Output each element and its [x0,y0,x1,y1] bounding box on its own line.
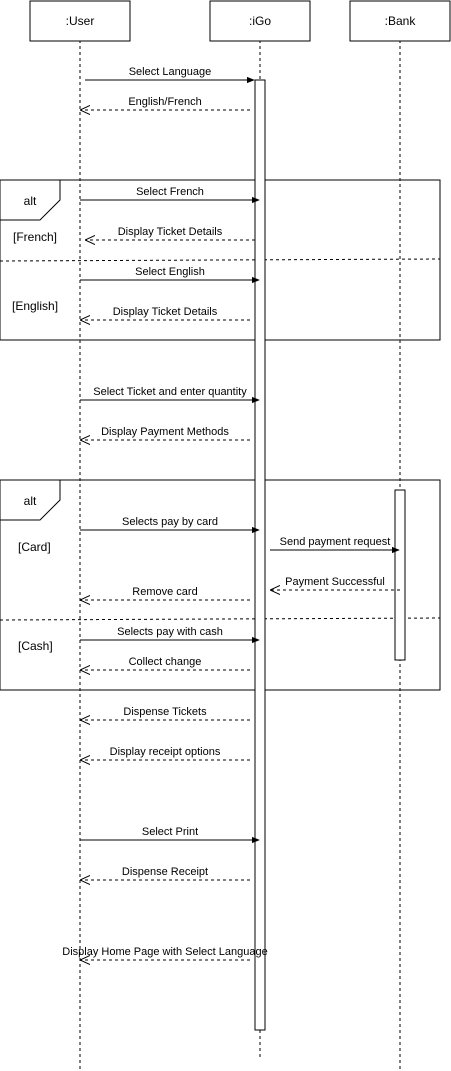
message-reply: Display Payment Methods [81,426,250,440]
svg-text:Dispense Receipt: Dispense Receipt [122,866,208,878]
alt-fragment-language: alt [French] [English] [0,179,441,341]
activation-bank [394,489,406,661]
activation-igo [254,79,266,1031]
message-reply: Payment Successful [271,576,400,590]
message: Select English [80,266,260,284]
svg-text:Select English: Select English [135,266,205,278]
message: Select Ticket and enter quantity [80,386,260,404]
participant-user: :User [29,0,131,42]
svg-text:Send payment request: Send payment request [280,536,391,548]
message: Selects pay with cash [80,626,260,644]
operand-separator [0,258,441,262]
svg-text:Payment Successful: Payment Successful [285,576,385,588]
message: Send payment request [270,536,400,554]
svg-text:Select Ticket and enter quanti: Select Ticket and enter quantity [93,386,247,398]
guard-cash: [Cash] [18,639,53,653]
message-reply: Display Ticket Details [81,306,250,320]
message-reply: Display Ticket Details [86,226,255,240]
alt-operator-label: alt [24,494,37,508]
message: Select Language [85,66,255,84]
svg-text:Display Home Page with Select: Display Home Page with Select Language [62,946,267,958]
svg-text:Dispense Tickets: Dispense Tickets [123,706,207,718]
svg-text:Display Ticket Details: Display Ticket Details [118,226,223,238]
svg-text:Selects pay with cash: Selects pay with cash [117,626,223,638]
guard-card: [Card] [18,540,51,554]
alt-fragment-payment: alt [Card] [Cash] [0,479,441,691]
svg-text:Remove card: Remove card [132,586,197,598]
guard-french: [French] [13,230,57,244]
participant-igo: :iGo [209,0,311,42]
participant-user-label: :User [66,14,95,28]
message-reply: English/French [81,96,250,110]
participant-igo-label: :iGo [249,14,271,28]
message-reply: Remove card [81,586,250,600]
message: Selects pay by card [80,516,260,534]
svg-text:Select Print: Select Print [142,826,198,838]
svg-text:Select French: Select French [136,186,204,198]
operand-separator [0,617,441,621]
svg-text:Selects pay by card: Selects pay by card [122,516,218,528]
svg-text:Display Payment Methods: Display Payment Methods [101,426,229,438]
svg-text:Collect change: Collect change [129,656,202,668]
guard-english: [English] [12,299,58,313]
participant-bank: :Bank [349,0,451,42]
svg-text:Display Ticket Details: Display Ticket Details [113,306,218,318]
participant-bank-label: :Bank [385,14,417,28]
svg-text:Select Language: Select Language [129,66,212,78]
svg-text:Display receipt options: Display receipt options [110,746,221,758]
message: Select French [80,186,260,204]
svg-text:English/French: English/French [128,96,201,108]
alt-operator-label: alt [24,194,37,208]
message-reply: Collect change [81,656,250,670]
message-reply: Dispense Receipt [81,866,250,880]
message-reply: Display receipt options [81,746,250,760]
message-reply: Dispense Tickets [81,706,250,720]
message-reply: Display Home Page with Select Language [62,946,268,960]
message: Select Print [80,826,260,844]
